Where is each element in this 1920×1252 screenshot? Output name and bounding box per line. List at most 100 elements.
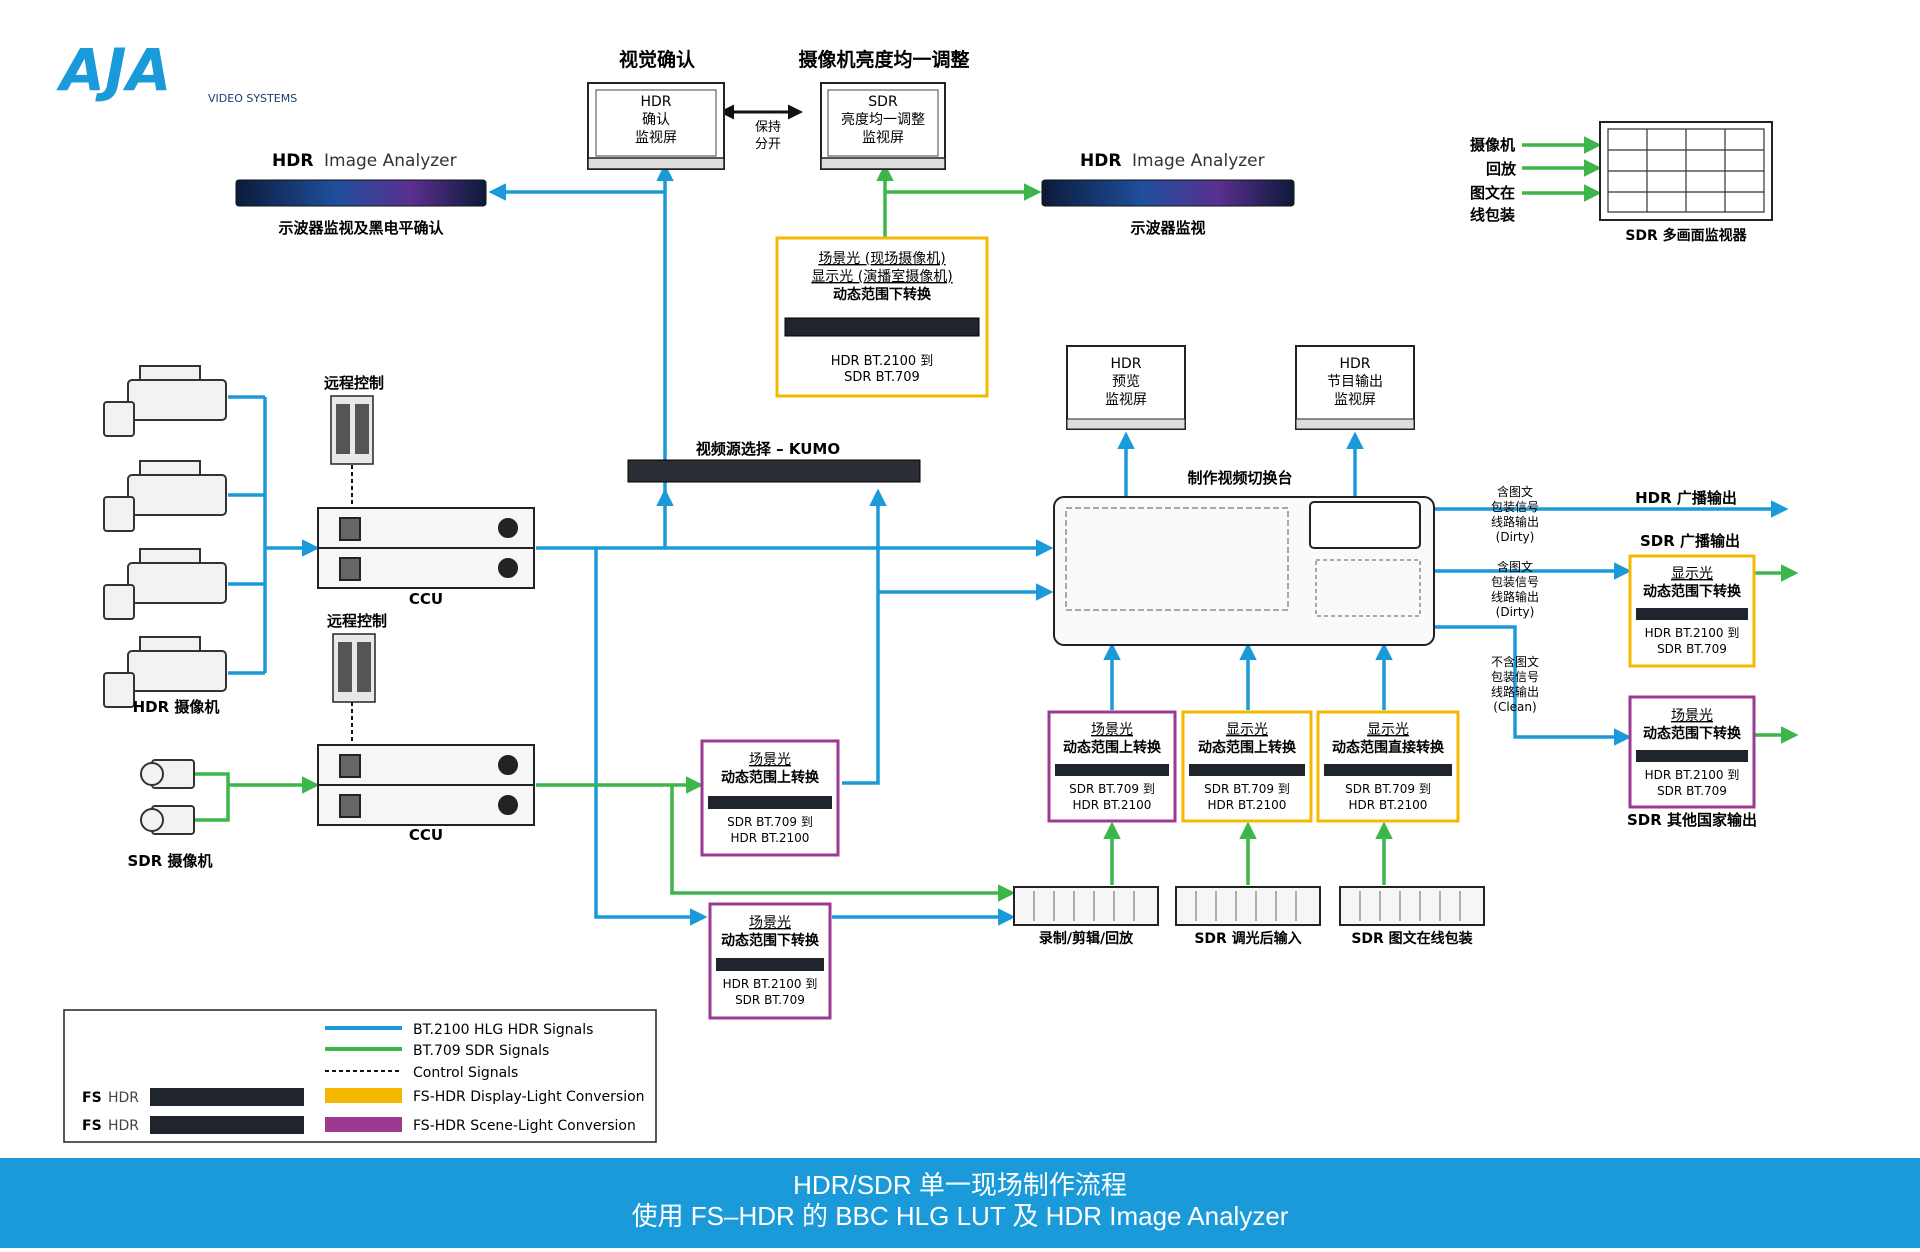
remote-label: 远程控制 (324, 374, 384, 392)
legend-scene-text: FS-HDR Scene-Light Conversion (413, 1118, 636, 1134)
analyzer-brand: HDR (1080, 151, 1121, 171)
kumo-label: 视频源选择 – KUMO (696, 440, 840, 458)
keep-apart-label: 分开 (755, 137, 781, 152)
low-downconverter: 场景光 动态范围下转换 HDR BT.2100 到 SDR BT.709 (708, 902, 832, 1020)
legend-display-text: FS-HDR Display-Light Conversion (413, 1089, 645, 1105)
ccu-to-down-conv-line (594, 548, 708, 926)
legend-hdr-text: BT.2100 HLG HDR Signals (413, 1022, 593, 1038)
footer-title-line1: HDR/SDR 单一现场制作流程 (793, 1170, 1127, 1200)
output-note: 包装信号 (1491, 500, 1539, 514)
output-note: 包装信号 (1491, 575, 1539, 589)
output-note: (Dirty) (1496, 530, 1535, 544)
monitor-line: 预览 (1112, 374, 1140, 390)
sdr-camera-group (140, 759, 195, 835)
sdr-to-storage-line (670, 785, 1016, 902)
conv-line: 动态范围下转换 (1643, 725, 1742, 742)
monitor-line: 监视屏 (1334, 392, 1376, 408)
sdr-multiviewer: 摄像机 回放 图文在 线包装 SDR 多画面监视器 (1470, 121, 1773, 244)
legend: BT.2100 HLG HDR Signals BT.709 SDR Signa… (63, 1009, 657, 1143)
conv-line: 场景光 (现场摄像机) (818, 251, 945, 267)
storage-sdr-graded: SDR 调光后输入 (1175, 886, 1321, 947)
hdr-camera-icon (103, 636, 227, 708)
keep-apart-label: 保持 (755, 120, 781, 135)
output-note: (Clean) (1493, 700, 1536, 714)
ccu-hdr (317, 507, 535, 589)
monitor-line: 确认 (642, 112, 670, 128)
output-note: 线路输出 (1491, 514, 1539, 529)
monitor-line: 亮度均一调整 (841, 111, 925, 128)
sdr-other-label: SDR 其他国家输出 (1627, 811, 1757, 829)
footer-banner: HDR/SDR 单一现场制作流程 使用 FS–HDR 的 BBC HLG LUT… (0, 1158, 1920, 1248)
conv-line: 动态范围直接转换 (1332, 739, 1445, 756)
conv-line: 动态范围下转换 (1643, 583, 1742, 600)
logo-subtitle: VIDEO SYSTEMS (208, 92, 297, 105)
legend-device-scene (150, 1116, 304, 1134)
output-note: (Dirty) (1496, 605, 1535, 619)
hdr-program-monitor: HDR 节目输出 监视屏 (1295, 345, 1415, 430)
monitor-line: 节目输出 (1327, 374, 1383, 390)
analyzer-name: Image Analyzer (1132, 151, 1265, 171)
conv-line: 显示光 (演播室摄像机) (811, 268, 952, 285)
legend-scene-swatch (325, 1117, 402, 1132)
heading-visual-confirm: 视觉确认 (619, 48, 695, 71)
storage-label: SDR 调光后输入 (1194, 930, 1301, 947)
mv-caption: SDR 多画面监视器 (1625, 227, 1747, 244)
hdr-signal-lines (228, 163, 1789, 926)
sw-input-converter-1: 场景光 动态范围上转换 SDR BT.709 到 HDR BT.2100 (1047, 710, 1177, 823)
output-note: 含图文 (1497, 559, 1533, 574)
conv-line: 动态范围上转换 (1198, 739, 1297, 756)
hdr-camera-icon (103, 548, 227, 620)
conv-line: 显示光 (1226, 722, 1268, 738)
storage-label: 录制/剪辑/回放 (1039, 930, 1134, 947)
monitor-line: 监视屏 (862, 130, 904, 146)
hdr-camera-bus (228, 395, 267, 675)
mid-upconverter: 场景光 动态范围上转换 SDR BT.709 到 HDR BT.2100 (700, 739, 840, 857)
top-downconverter: 场景光 (现场摄像机) 显示光 (演播室摄像机) 动态范围下转换 HDR BT.… (775, 236, 989, 398)
analyzer-caption: 示波器监视 (1130, 219, 1205, 237)
conv-spec: HDR BT.2100 (1073, 798, 1152, 812)
output-note: 线路输出 (1491, 589, 1539, 604)
heading-camera-match: 摄像机亮度均一调整 (798, 48, 969, 71)
sdr-camera-icon (140, 759, 195, 789)
ccu-label: CCU (409, 826, 443, 844)
mv-input-label: 线包装 (1470, 206, 1516, 224)
remote-control-panel (332, 633, 376, 703)
hdr-camera-group (103, 365, 227, 708)
mv-input-label: 回放 (1486, 160, 1517, 178)
legend-control-text: Control Signals (413, 1065, 518, 1081)
conv-line: 显示光 (1367, 722, 1409, 738)
conv-line: 动态范围下转换 (721, 932, 820, 949)
monitor-line: HDR (1110, 356, 1141, 372)
storage-sdr-graphics: SDR 图文在线包装 (1339, 886, 1485, 947)
legend-fs-label: FS (82, 1118, 102, 1134)
upconv-to-kumo-line (842, 488, 887, 785)
mv-input-label: 图文在 (1470, 184, 1515, 202)
remote-control-panel (330, 395, 374, 465)
conv-line: 场景光 (1091, 722, 1133, 738)
switcher-label: 制作视频切换台 (1187, 469, 1292, 487)
footer-title-line2: 使用 FS–HDR 的 BBC HLG LUT 及 HDR Image Anal… (631, 1201, 1289, 1231)
aja-logo: AJA VIDEO SYSTEMS (56, 36, 297, 105)
out-scene-downconverter: 场景光 动态范围下转换 HDR BT.2100 到 SDR BT.709 (1628, 695, 1756, 809)
legend-device-display (150, 1088, 304, 1106)
conv-spec: HDR BT.2100 到 (1645, 626, 1740, 640)
output-note: 包装信号 (1491, 670, 1539, 684)
legend-sdr-text: BT.709 SDR Signals (413, 1043, 549, 1059)
conv-spec: SDR BT.709 (1657, 784, 1727, 798)
conv-spec: HDR BT.2100 到 (723, 977, 818, 991)
hdr-camera-label: HDR 摄像机 (133, 698, 220, 716)
conv-spec: HDR BT.2100 到 (1645, 768, 1740, 782)
clean-line (1434, 625, 1632, 746)
analyzer-name: Image Analyzer (324, 151, 457, 171)
ccu-sdr (317, 744, 535, 826)
output-note: 含图文 (1497, 484, 1533, 499)
clean-label: 不含图文 包装信号 线路输出 (Clean) (1491, 654, 1539, 714)
monitor-line: HDR (640, 94, 671, 110)
legend-hdr-label: HDR (108, 1118, 139, 1134)
conv-spec: SDR BT.709 到 (1069, 782, 1155, 796)
sdr-match-monitor: SDR 亮度均一调整 监视屏 (820, 82, 946, 170)
legend-hdr-label: HDR (108, 1090, 139, 1106)
conv-line: 场景光 (749, 915, 791, 931)
sdr-signal-lines (195, 136, 1799, 902)
legend-display-swatch (325, 1088, 402, 1103)
